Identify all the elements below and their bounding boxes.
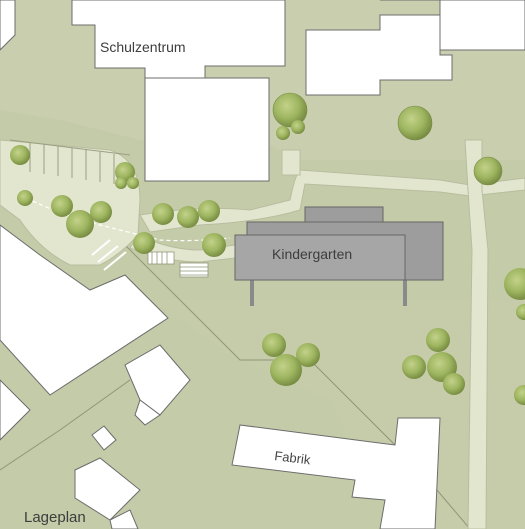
building-south-west-1 bbox=[74, 457, 141, 521]
tree-icon bbox=[504, 268, 525, 300]
building-south-west-2 bbox=[109, 509, 139, 529]
building-west-1 bbox=[0, 224, 169, 396]
tree-icon bbox=[115, 177, 127, 189]
label-school: Schulzentrum bbox=[100, 39, 186, 55]
tree-icon bbox=[516, 304, 525, 320]
building-west-2 bbox=[124, 344, 191, 416]
tree-icon bbox=[402, 355, 426, 379]
building-north-west bbox=[0, 0, 16, 51]
kindergarten-building bbox=[234, 206, 444, 306]
tree-icon bbox=[202, 233, 226, 257]
building-north-east-top bbox=[380, 0, 525, 51]
entrance-stairs bbox=[147, 251, 209, 278]
tree-icon bbox=[198, 200, 220, 222]
tree-icon bbox=[133, 232, 155, 254]
tree-icon bbox=[51, 195, 73, 217]
tree-icon bbox=[115, 162, 135, 182]
map-caption: Lageplan bbox=[24, 509, 86, 526]
building-small bbox=[91, 425, 117, 451]
footpath-east bbox=[464, 139, 489, 529]
tree-icon bbox=[443, 373, 465, 395]
tree-icon bbox=[66, 210, 94, 238]
tree-icon bbox=[272, 92, 308, 128]
tree-icon bbox=[90, 201, 112, 223]
property-line-2 bbox=[0, 379, 131, 471]
tree-icon bbox=[127, 177, 139, 189]
tree-icon bbox=[291, 120, 305, 134]
factory-building bbox=[231, 417, 441, 529]
school-annex bbox=[144, 77, 270, 182]
tree-icon bbox=[152, 203, 174, 225]
label-factory: Fabrik bbox=[274, 448, 312, 467]
label-kindergarten: Kindergarten bbox=[272, 246, 352, 262]
tree-icon bbox=[397, 105, 433, 141]
ramp-stripes bbox=[91, 239, 127, 271]
footpath-north bbox=[281, 149, 301, 176]
tree-icon bbox=[270, 354, 302, 386]
tree-icon bbox=[262, 333, 286, 357]
tree-icon bbox=[10, 145, 30, 165]
building-west-3 bbox=[134, 399, 161, 426]
tree-icon bbox=[296, 343, 320, 367]
tree-icon bbox=[276, 126, 290, 140]
tree-icon bbox=[17, 190, 33, 206]
tree-icon bbox=[473, 156, 503, 186]
trees bbox=[10, 92, 525, 405]
tree-icon bbox=[514, 385, 525, 405]
tree-icon bbox=[426, 328, 450, 352]
building-west-4 bbox=[0, 379, 31, 441]
tree-icon bbox=[177, 206, 199, 228]
building-north-east bbox=[305, 14, 453, 96]
parking-stalls bbox=[9, 139, 131, 184]
